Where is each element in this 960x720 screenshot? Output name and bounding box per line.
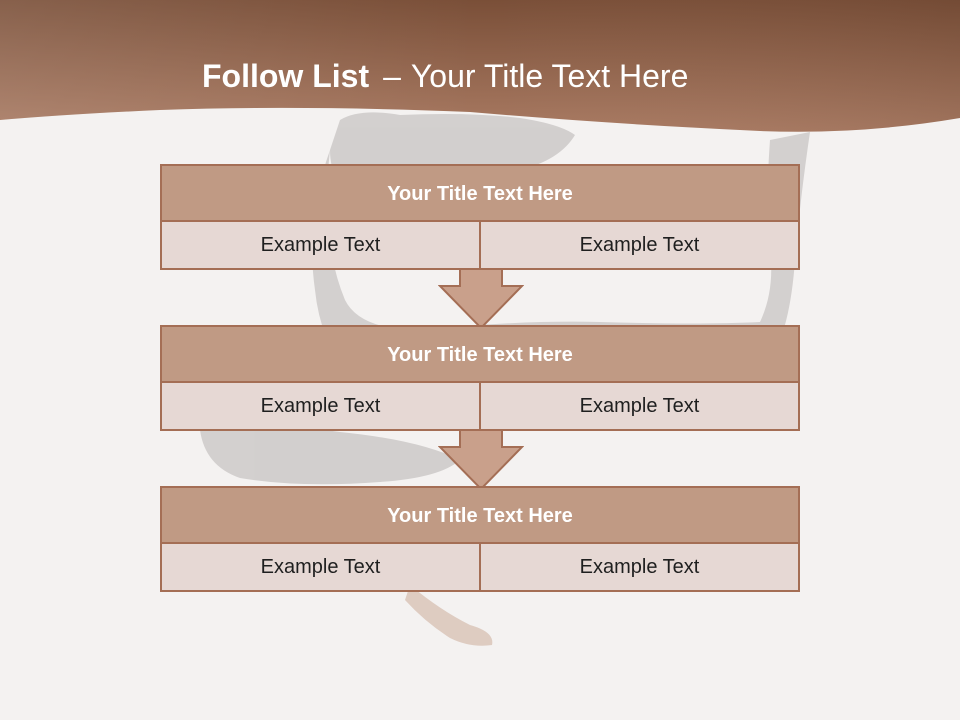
step-cell-right: Example Text — [479, 544, 798, 590]
step-cell-right: Example Text — [479, 222, 798, 268]
step-box-2: Your Title Text Here Example Text Exampl… — [160, 325, 800, 431]
down-arrow-icon — [438, 268, 524, 330]
step-cell-right: Example Text — [479, 383, 798, 429]
step-title: Your Title Text Here — [162, 327, 798, 383]
step-cell-left: Example Text — [162, 544, 479, 590]
step-row: Example Text Example Text — [162, 544, 798, 590]
title-rest-part: Your Title Text Here — [410, 58, 689, 94]
step-title: Your Title Text Here — [162, 488, 798, 544]
down-arrow-icon — [438, 429, 524, 491]
step-cell-left: Example Text — [162, 383, 479, 429]
step-row: Example Text Example Text — [162, 383, 798, 429]
step-cell-left: Example Text — [162, 222, 479, 268]
slide-title: Follow List–Your Title Text Here — [202, 52, 688, 100]
title-separator: – — [383, 58, 401, 94]
step-box-3: Your Title Text Here Example Text Exampl… — [160, 486, 800, 592]
header-band — [0, 0, 960, 132]
step-row: Example Text Example Text — [162, 222, 798, 268]
step-box-1: Your Title Text Here Example Text Exampl… — [160, 164, 800, 270]
step-title: Your Title Text Here — [162, 166, 798, 222]
title-bold-part: Follow List — [202, 58, 370, 94]
